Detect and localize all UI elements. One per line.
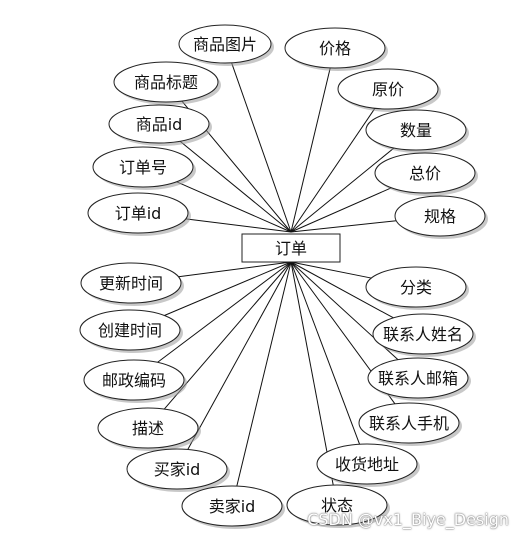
attribute-left-8: 描述 [97,407,201,451]
attribute-right-8: 联系人手机 [358,402,462,446]
attribute-label: 数量 [400,121,432,140]
attribute-right-7: 联系人邮箱 [367,357,471,401]
attribute-left-0: 商品图片 [178,24,274,66]
attribute-label: 订单id [115,204,162,223]
attribute-right-10: 状态 [286,484,390,528]
attribute-right-9: 收货地址 [316,443,420,487]
edge-left-2 [179,140,292,233]
attribute-right-1: 原价 [337,68,441,112]
attribute-left-5: 更新时间 [80,262,184,306]
attribute-ellipse [365,266,467,308]
attribute-ellipse [79,309,181,351]
attribute-ellipse [87,192,189,234]
attribute-label: 商品标题 [134,73,198,92]
attribute-label: 收货地址 [335,455,399,474]
attribute-label: 商品id [136,115,183,134]
edge-right-0 [290,67,331,233]
attribute-ellipse [394,195,486,237]
attribute-ellipse [113,61,219,103]
attribute-label: 原价 [372,80,404,99]
edge-right-4 [290,220,397,233]
attribute-ellipse [80,262,182,304]
attribute-left-2: 商品id [108,104,212,146]
attribute-ellipse [284,27,386,69]
attribute-ellipse [316,443,418,485]
edge-right-9 [290,261,361,445]
attribute-label: 联系人邮箱 [378,369,458,388]
attribute-left-1: 商品标题 [113,61,221,105]
edge-right-6 [290,261,394,319]
attribute-left-6: 创建时间 [79,309,183,353]
attribute-right-2: 数量 [365,109,469,153]
attribute-ellipse [358,402,460,444]
edge-left-3 [176,181,292,233]
attribute-label: 状态 [321,496,353,515]
attribute-label: 规格 [424,207,456,226]
attribute-left-9: 买家id [126,448,230,492]
watermark: CSDN @vx1_Biye_Design [307,510,509,529]
entity-label: 订单 [275,239,307,258]
edge-left-0 [231,62,292,233]
attribute-ellipse [286,484,388,526]
attribute-label: 商品图片 [193,35,257,54]
attribute-label: 联系人手机 [369,414,449,433]
attribute-left-10: 卖家id [181,485,285,529]
attribute-ellipse [181,485,283,527]
attribute-left-7: 邮政编码 [83,359,187,403]
edge-right-2 [290,147,395,233]
attribute-label: 邮政编码 [102,371,166,390]
edge-left-4 [185,218,292,233]
attribute-label: 买家id [154,460,201,479]
edge-left-9 [187,261,292,450]
attribute-label: 描述 [132,419,164,438]
edge-right-1 [290,108,376,233]
attribute-right-5: 分类 [365,266,469,310]
edge-right-3 [290,187,392,233]
attribute-right-4: 规格 [394,195,488,239]
attribute-left-3: 订单号 [92,146,196,190]
attribute-label: 卖家id [209,497,256,516]
attribute-ellipse [367,357,469,399]
attribute-left-4: 订单id [87,192,191,236]
relationship-lines [157,62,399,487]
edge-right-10 [290,261,334,486]
attribute-label: 总价 [409,164,441,183]
attribute-ellipse [372,313,474,355]
edge-left-7 [157,261,292,363]
attribute-label: 订单号 [119,158,167,177]
attribute-right-0: 价格 [284,27,388,71]
attribute-ellipse [337,68,439,110]
edge-left-10 [236,261,292,487]
attribute-ellipse [374,152,476,194]
attribute-ellipse [365,109,467,151]
attribute-label: 分类 [400,278,432,297]
attribute-ellipse [126,448,228,490]
edge-right-5 [290,261,372,279]
entity-order: 订单 [241,233,341,263]
attribute-label: 联系人姓名 [383,325,463,344]
edge-left-5 [178,261,292,278]
attribute-label: 更新时间 [99,274,163,293]
edge-left-6 [164,261,292,316]
attribute-ellipse [108,104,210,144]
attribute-label: 价格 [319,39,351,58]
attribute-right-3: 总价 [374,152,478,196]
attribute-ellipse [97,407,199,449]
attribute-ellipse [178,24,272,64]
attribute-ellipse [83,359,185,401]
attribute-ellipse [92,146,194,188]
attribute-label: 创建时间 [98,321,162,340]
attribute-right-6: 联系人姓名 [372,313,476,357]
